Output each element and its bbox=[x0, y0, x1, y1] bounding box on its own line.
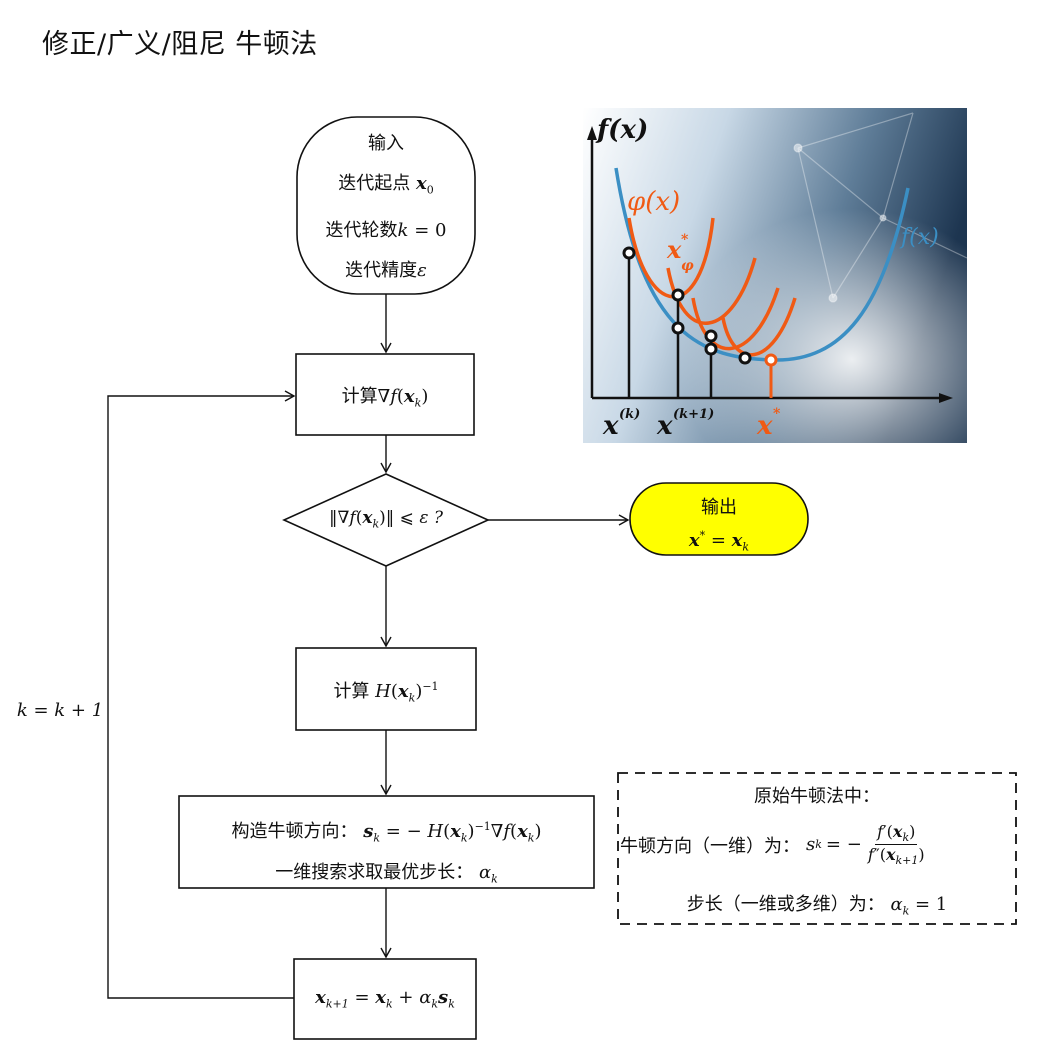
output-text: 输出 x* = xk bbox=[630, 494, 808, 562]
illus-xk-label: x (k) bbox=[602, 407, 640, 441]
note-title: 原始牛顿法中： bbox=[754, 786, 880, 807]
illus-xstar-label: x * bbox=[756, 406, 781, 441]
background-network bbox=[793, 112, 967, 303]
loop-label: k = k + 1 bbox=[16, 700, 104, 721]
svg-text:*: * bbox=[681, 232, 689, 248]
update-text: xk+1 = xk + αksk bbox=[315, 987, 455, 1011]
start-input-label: 输入 bbox=[368, 133, 404, 154]
svg-text:*: * bbox=[773, 406, 781, 422]
note-step-line: 步长（一维或多维）为： αk = 1 bbox=[686, 894, 948, 918]
svg-text:x: x bbox=[656, 411, 673, 441]
svg-text:(k+1): (k+1) bbox=[673, 407, 714, 422]
start-precision-line: 迭代精度ε bbox=[345, 259, 427, 281]
page-title: 修正/广义/阻尼 牛顿法 bbox=[42, 29, 318, 60]
output-formula: x* = xk bbox=[688, 529, 750, 554]
hessian-box bbox=[295, 647, 477, 731]
start-text: 输入 迭代起点 x0 迭代轮数k = 0 迭代精度ε bbox=[297, 124, 475, 291]
direction-box bbox=[178, 795, 595, 889]
output-label: 输出 bbox=[701, 497, 737, 518]
illus-xk1-label: x (k+1) bbox=[656, 407, 714, 441]
svg-text:x: x bbox=[602, 411, 619, 441]
update-box bbox=[293, 958, 477, 1040]
start-iter-line: 迭代轮数k = 0 bbox=[325, 219, 447, 241]
output-terminal bbox=[629, 482, 809, 556]
svg-text:φ: φ bbox=[681, 258, 694, 274]
svg-text:x: x bbox=[666, 235, 682, 264]
illus-xphi-label: x * φ bbox=[666, 232, 694, 274]
direction-text: 构造牛顿方向： sk = − H(xk)−1∇f(xk) 一维搜索求取最优步长：… bbox=[179, 810, 594, 896]
direction-line: 构造牛顿方向： sk = − H(xk)−1∇f(xk) bbox=[231, 820, 542, 845]
svg-text:x: x bbox=[756, 411, 773, 441]
grad-box-text: 计算∇f(xk) bbox=[341, 386, 429, 410]
start-point-line: 迭代起点 x0 bbox=[338, 173, 434, 197]
step-line: 一维搜索求取最优步长： αk bbox=[275, 861, 498, 886]
newton-illustration: f(x) φ(x) f(x) x * φ x (k) x (k+1) x * bbox=[583, 108, 967, 443]
svg-text:(k): (k) bbox=[619, 407, 640, 422]
grad-box bbox=[295, 353, 475, 436]
iterate-points bbox=[622, 246, 752, 365]
illus-fx-label: f(x) bbox=[595, 115, 648, 145]
decision-text: ‖∇f(xk)‖ ⩽ ε ? bbox=[329, 508, 443, 531]
hessian-text: 计算 H(xk)−1 bbox=[333, 680, 439, 705]
fraction: f′(xk) f″(xk+1) bbox=[867, 822, 925, 868]
note-box bbox=[617, 772, 1017, 925]
illus-phi-label: φ(x) bbox=[627, 187, 680, 217]
loop-back-line bbox=[107, 390, 296, 999]
illus-f-curve-label: f(x) bbox=[899, 225, 939, 250]
